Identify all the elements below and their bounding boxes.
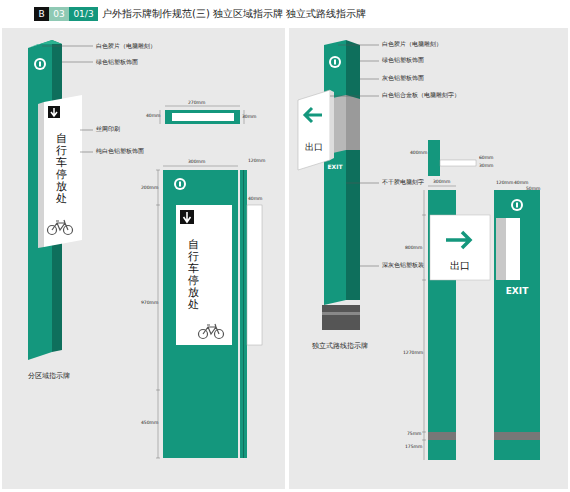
dimension: 30mm bbox=[479, 163, 494, 168]
sign-text: 01/3 bbox=[73, 9, 93, 19]
leader-lines bbox=[42, 46, 93, 152]
callout-text: 绿色铝塑板饰面 bbox=[382, 57, 424, 64]
header-tag: 01/3 bbox=[69, 7, 98, 21]
panel-ground bbox=[289, 28, 568, 489]
dimension: 400mm bbox=[410, 150, 427, 155]
dimension: 40mm bbox=[248, 196, 263, 201]
dimension: 270mm bbox=[188, 100, 205, 105]
dimension: 75mm bbox=[407, 431, 422, 436]
dimension: 50mm bbox=[526, 186, 541, 191]
dimension: 1270mm bbox=[403, 350, 423, 355]
pole-face: EXIT bbox=[496, 284, 538, 298]
callout-text: 独立式路线指示牌 bbox=[312, 342, 368, 350]
sign-text: EXIT bbox=[506, 286, 529, 296]
dimension: 970mm bbox=[141, 300, 158, 305]
pole-3d bbox=[298, 40, 360, 330]
side-elevation bbox=[494, 190, 540, 460]
dimension: 450mm bbox=[141, 420, 158, 425]
callout-text: 不干胶电脑刻字 bbox=[382, 179, 424, 186]
callout-text: 丝网印刷 bbox=[96, 126, 120, 133]
sign-text: 03 bbox=[53, 9, 64, 19]
callout-text: 分区域指示牌 bbox=[28, 372, 70, 380]
callout-text: 白色胶片（电脑雕刻） bbox=[96, 43, 156, 50]
dimension: 200mm bbox=[141, 185, 158, 190]
sign-text: B bbox=[38, 9, 44, 19]
top-view bbox=[160, 106, 244, 124]
callout-text: 白色胶片（电脑雕刻） bbox=[382, 41, 442, 48]
dimension: 120mm bbox=[496, 180, 513, 185]
front-elevation bbox=[156, 166, 238, 458]
sign-text: 自行车停放处 bbox=[56, 133, 67, 206]
callout-text: 绿色铝塑板饰面 bbox=[96, 59, 138, 66]
front-elevation bbox=[422, 186, 490, 460]
dimension: 60mm bbox=[479, 155, 494, 160]
dimension: 30mm bbox=[242, 114, 257, 119]
sign-text: 出口 bbox=[305, 141, 323, 154]
direction-plate: 出口 bbox=[436, 256, 484, 276]
side-elevation bbox=[240, 170, 262, 458]
callout-text: 深灰色铝塑板装 bbox=[382, 262, 424, 269]
pole-face: EXIT bbox=[324, 160, 346, 172]
sign-text: 自行车停放处 bbox=[188, 239, 199, 312]
dimension: 40mm bbox=[146, 113, 161, 118]
sign-text: 出口 bbox=[450, 259, 470, 273]
dimension: 800mm bbox=[405, 245, 422, 250]
dimension: 175mm bbox=[405, 444, 422, 449]
sign-text: EXIT bbox=[327, 163, 342, 170]
direction-plate: 出口 bbox=[299, 138, 329, 156]
panel-ground bbox=[2, 28, 285, 489]
leader-lines bbox=[330, 45, 379, 266]
dimension: 300mm bbox=[188, 159, 205, 164]
sign-panel: 自行车停放处 bbox=[182, 230, 204, 320]
dimension: 40mm bbox=[514, 180, 529, 185]
sign-panel: 自行车停放处 bbox=[50, 124, 72, 214]
top-view bbox=[428, 140, 476, 176]
dimension: 120mm bbox=[248, 158, 265, 163]
header-tag: 03 bbox=[49, 7, 69, 21]
callout-text: 纯白色铝塑板饰面 bbox=[96, 148, 144, 155]
header-tag: B bbox=[34, 7, 49, 21]
callout-text: 灰色铝塑板饰面 bbox=[382, 75, 424, 82]
dimension: 300mm bbox=[433, 179, 450, 184]
callout-text: 白色铝合金板（电脑雕刻字） bbox=[382, 92, 460, 99]
pole-3d bbox=[28, 40, 82, 360]
title: 户外指示牌制作规范(三) 独立区域指示牌 独立式路线指示牌 bbox=[102, 8, 366, 20]
